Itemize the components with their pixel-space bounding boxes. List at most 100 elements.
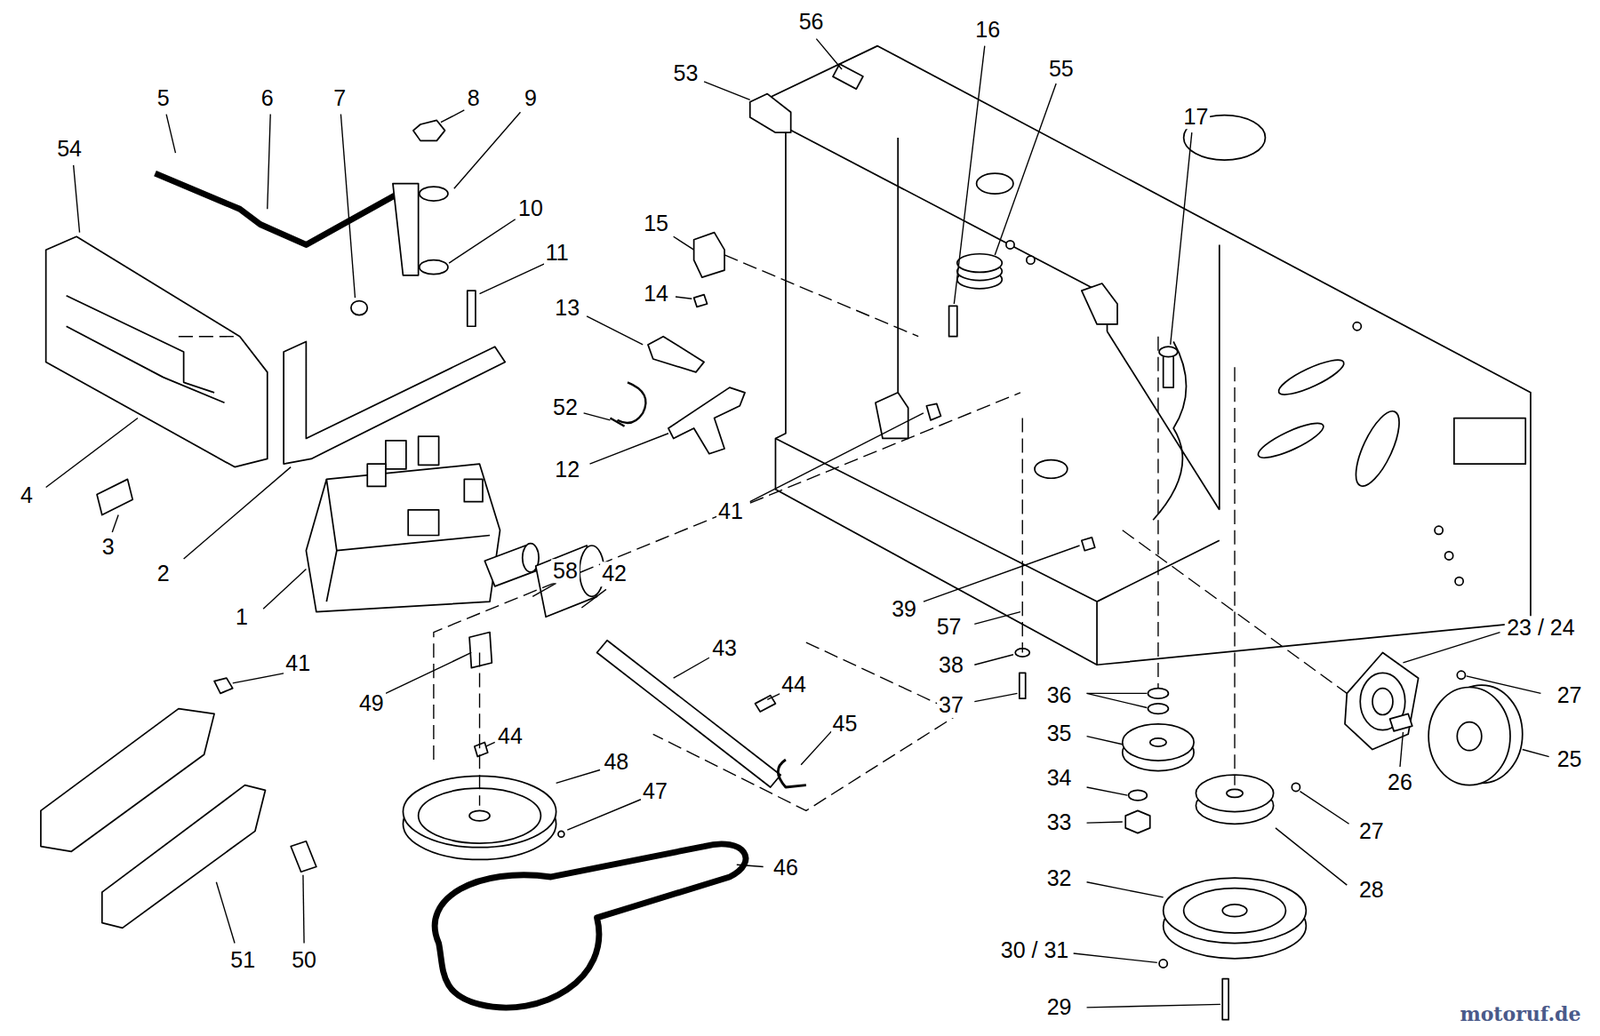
key [754,696,776,712]
flange [750,94,792,134]
callout-number: 44 [496,724,525,750]
bolt [1390,713,1413,732]
pulley-hub [1456,722,1482,752]
callout-number: 14 [641,281,671,307]
callout-number: 1 [233,606,250,632]
callout-number: 4 [18,483,35,509]
pulley [957,254,1003,273]
center-lines [178,255,1347,811]
hole [1445,552,1454,560]
nut [214,678,233,694]
washer [1128,790,1148,800]
callout-number: 54 [55,136,84,162]
nut [351,301,368,316]
pulley [1122,724,1194,761]
callout-number: 36 [1045,683,1074,709]
callout-number: 38 [936,654,966,680]
callout-number: 15 [641,212,671,238]
callout-number: 56 [797,9,826,35]
pulley-hub [1226,789,1243,798]
set-screw [469,632,492,669]
callout-number: 32 [1045,867,1074,893]
boss [418,436,440,465]
callout-number: 10 [516,197,545,223]
housing-slot [66,296,225,404]
callout-number: 47 [640,779,670,805]
belt [434,844,746,1008]
nut [1081,537,1096,552]
callout-number: 28 [1357,878,1386,904]
callout-number: 43 [710,636,739,662]
callout-number: 35 [1045,722,1074,748]
boss [367,464,386,487]
set-screw [1159,960,1168,968]
callout-number: 13 [552,296,582,321]
callout-number: 23 / 24 [1504,616,1576,641]
callout-number: 2 [155,561,172,587]
callout-number: 55 [1047,56,1076,82]
tab [875,392,909,440]
callout-number: 58 [551,559,580,584]
callout-number: 42 [600,561,629,587]
callout-number: 12 [552,457,582,483]
nut [1125,810,1151,833]
callout-number: 7 [331,87,348,112]
callout-number: 8 [465,87,482,112]
hole [1006,240,1015,249]
housing [46,236,268,467]
callout-number: 41 [283,651,312,677]
callout-number: 11 [544,240,571,266]
handle-rod [154,173,418,245]
callout-number: 39 [889,598,919,624]
plate [102,785,266,929]
bolt [290,841,317,872]
slot [1254,416,1328,464]
boss [464,479,483,502]
slot [1347,406,1408,493]
clip [617,382,647,424]
callout-number: 34 [1045,766,1074,792]
gearbox [305,464,500,612]
callout-number: 27 [1357,820,1386,846]
bolt [467,290,476,327]
hole [1352,322,1361,331]
set-screw [1456,671,1465,680]
washer [1147,704,1168,714]
pin [949,305,958,336]
pulley-hub [1150,738,1167,747]
callout-number: 49 [357,691,386,717]
chassis [760,46,1531,666]
callout-number: 6 [259,87,276,112]
pulley [1428,688,1511,786]
callout-number: 57 [935,615,964,640]
callout-number: 9 [522,87,539,112]
decal [832,64,864,89]
washer [1147,688,1168,699]
callout-number: 48 [601,751,631,776]
hole [1026,256,1035,264]
carriage-bolt [96,479,133,515]
callout-number: 16 [973,18,1002,44]
callout-number: 53 [672,61,701,87]
washer [419,260,448,275]
callout-number: 3 [100,536,117,561]
key [1222,979,1229,1021]
callout-number: 25 [1555,747,1584,773]
flange [1081,283,1118,325]
set-screw [558,831,565,838]
pulley-hub [1222,904,1248,918]
callout-number: 44 [779,672,808,698]
callout-number: 29 [1045,995,1074,1021]
switch [694,232,725,278]
callout-number: 30 / 31 [999,938,1071,964]
callout-number: 52 [551,395,580,421]
hole [1434,526,1443,535]
key [474,742,488,757]
pulley [1163,878,1307,944]
callout-number: 17 [1182,104,1211,130]
nut [926,403,941,420]
pulley [1184,888,1287,934]
chassis-edge [775,127,1219,665]
arm [668,387,745,455]
